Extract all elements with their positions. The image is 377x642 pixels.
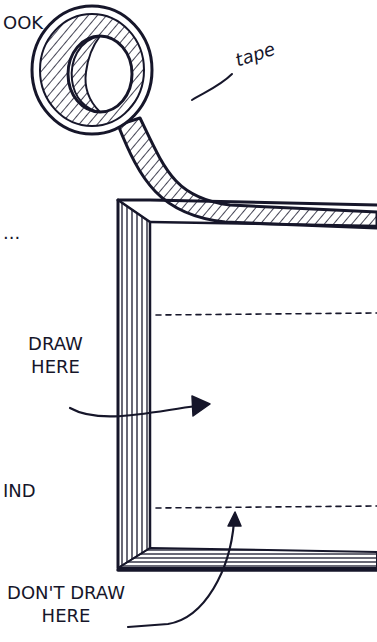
note-label: ... [3,222,43,245]
block-bottom-edge [118,568,377,572]
block-edge [117,200,120,568]
note-label: tape [233,29,307,72]
leader-line [192,74,232,100]
note-label: DRAW HERE [8,333,103,378]
dashed-guide [156,506,377,508]
arrowhead [192,396,210,416]
dashed-guide [156,313,377,315]
arrowhead [228,512,241,526]
tape-strip [118,118,377,228]
leader-arrow [70,406,196,416]
tape-roll [32,6,152,134]
block-side-hatch [118,200,150,568]
block-top [118,200,377,205]
block-top-front [150,222,377,226]
block-edge [118,200,150,548]
note-label: DON'T DRAW HERE [4,582,128,627]
roll-hole-shade [72,36,100,112]
note-label: IND [3,480,53,503]
block-bottom [118,548,377,568]
leader-arrow [128,522,234,627]
roll-hole [68,36,132,112]
tape-roll-band [40,14,144,126]
note-label: OOK [3,12,63,35]
